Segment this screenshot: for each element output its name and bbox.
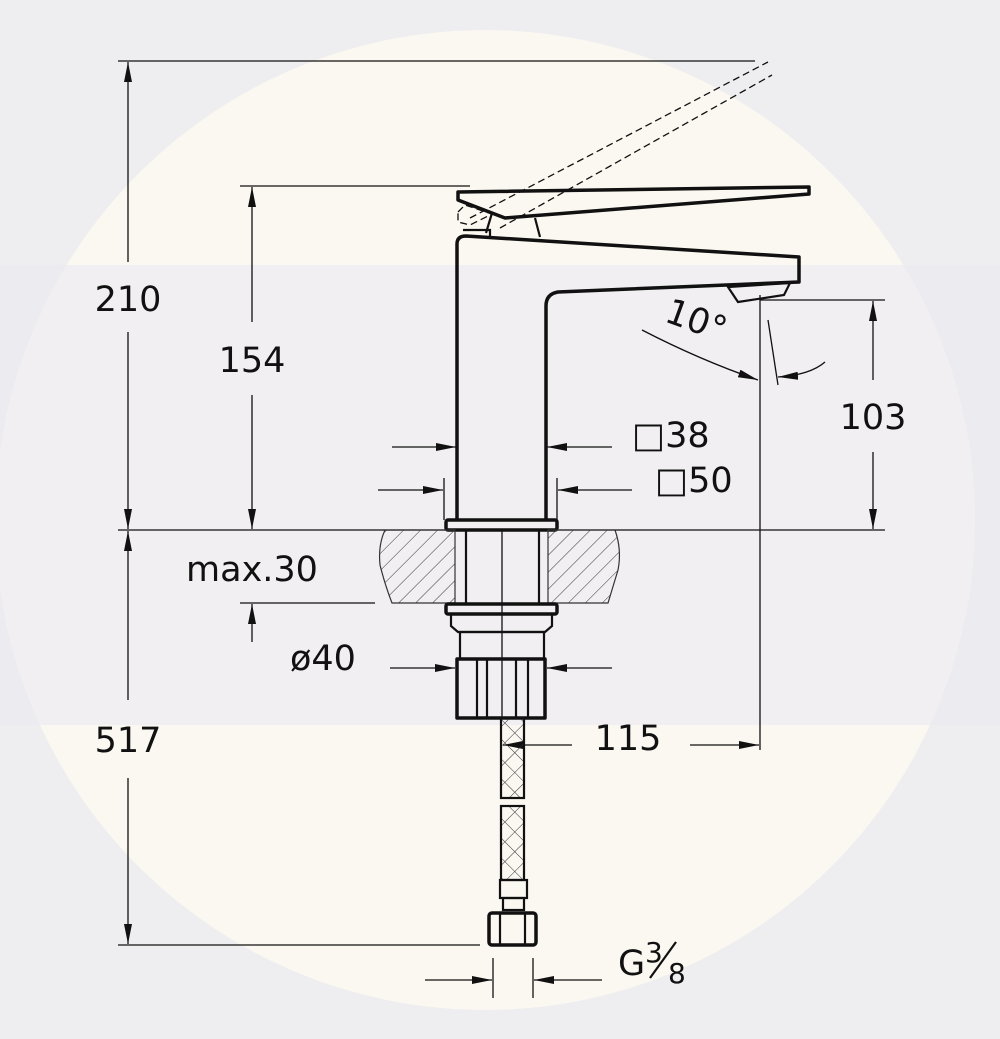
label-nut-diameter: ø40 <box>290 639 356 679</box>
svg-text:G: G <box>618 944 645 984</box>
extension-lines <box>118 60 885 998</box>
dimension-labels: 210 154 517 103 □38 □50 max.30 ø40 115 1… <box>95 280 907 990</box>
countertop-section <box>378 529 621 718</box>
label-total-height: 210 <box>95 280 162 320</box>
faucet-body <box>444 61 811 532</box>
label-spout-reach: 115 <box>595 719 662 759</box>
label-base-square: □50 <box>655 461 733 501</box>
label-spout-height: 103 <box>840 398 907 438</box>
label-connection-thread: G 3 8 <box>618 936 686 990</box>
dimension-arrows <box>124 62 877 984</box>
label-handle-height: 154 <box>219 341 286 381</box>
supply-hose <box>487 716 538 947</box>
label-body-square: □38 <box>632 416 710 456</box>
label-max-counter: max.30 <box>186 550 318 590</box>
svg-text:8: 8 <box>668 957 686 990</box>
label-hose-length: 517 <box>95 721 162 761</box>
svg-text:3: 3 <box>645 936 663 969</box>
